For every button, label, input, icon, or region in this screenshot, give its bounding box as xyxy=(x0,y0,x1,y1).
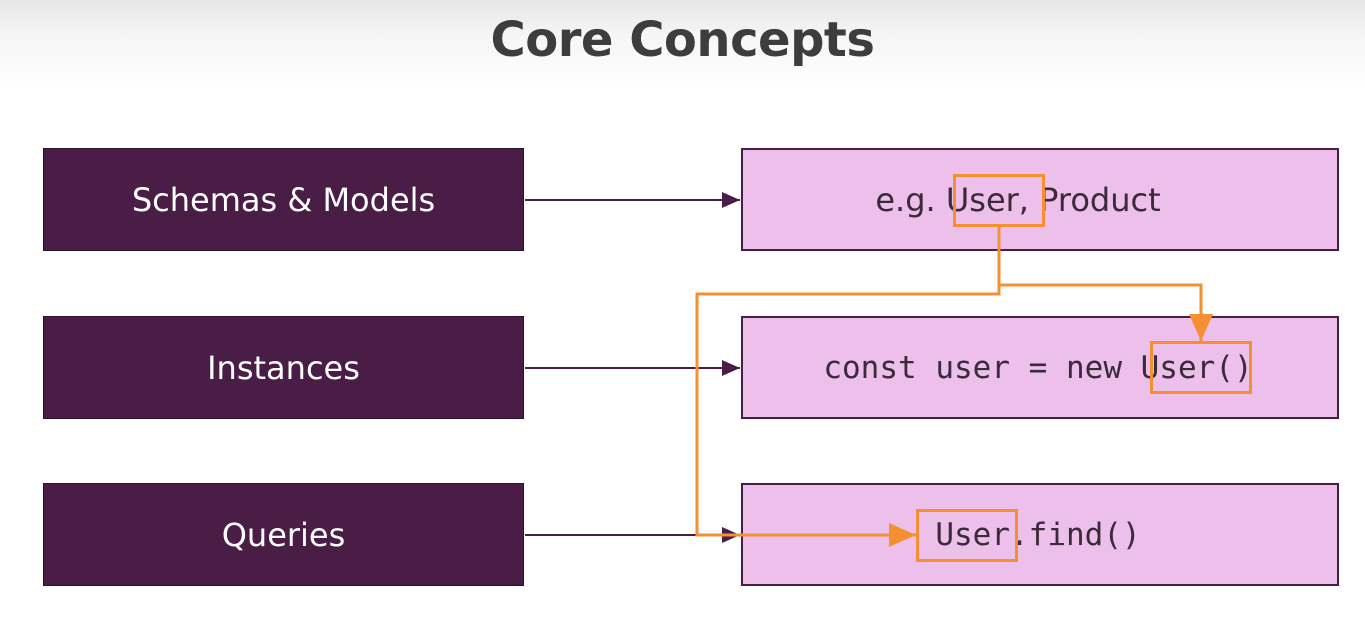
example-text-schemas-models: e.g. User, Product xyxy=(875,180,1161,219)
example-text-queries: User.find() xyxy=(935,516,1141,553)
example-box-instances: const user = new User() xyxy=(741,316,1339,419)
example-box-queries: User.find() xyxy=(741,483,1339,586)
concept-box-instances: Instances xyxy=(43,316,524,419)
slide-header-shade xyxy=(0,0,1365,90)
concept-box-schemas-models: Schemas & Models xyxy=(43,148,524,251)
example-box-schemas-models: e.g. User, Product xyxy=(741,148,1339,251)
concept-box-queries: Queries xyxy=(43,483,524,586)
example-text-instances: const user = new User() xyxy=(823,349,1253,386)
slide-title: Core Concepts xyxy=(490,12,875,68)
